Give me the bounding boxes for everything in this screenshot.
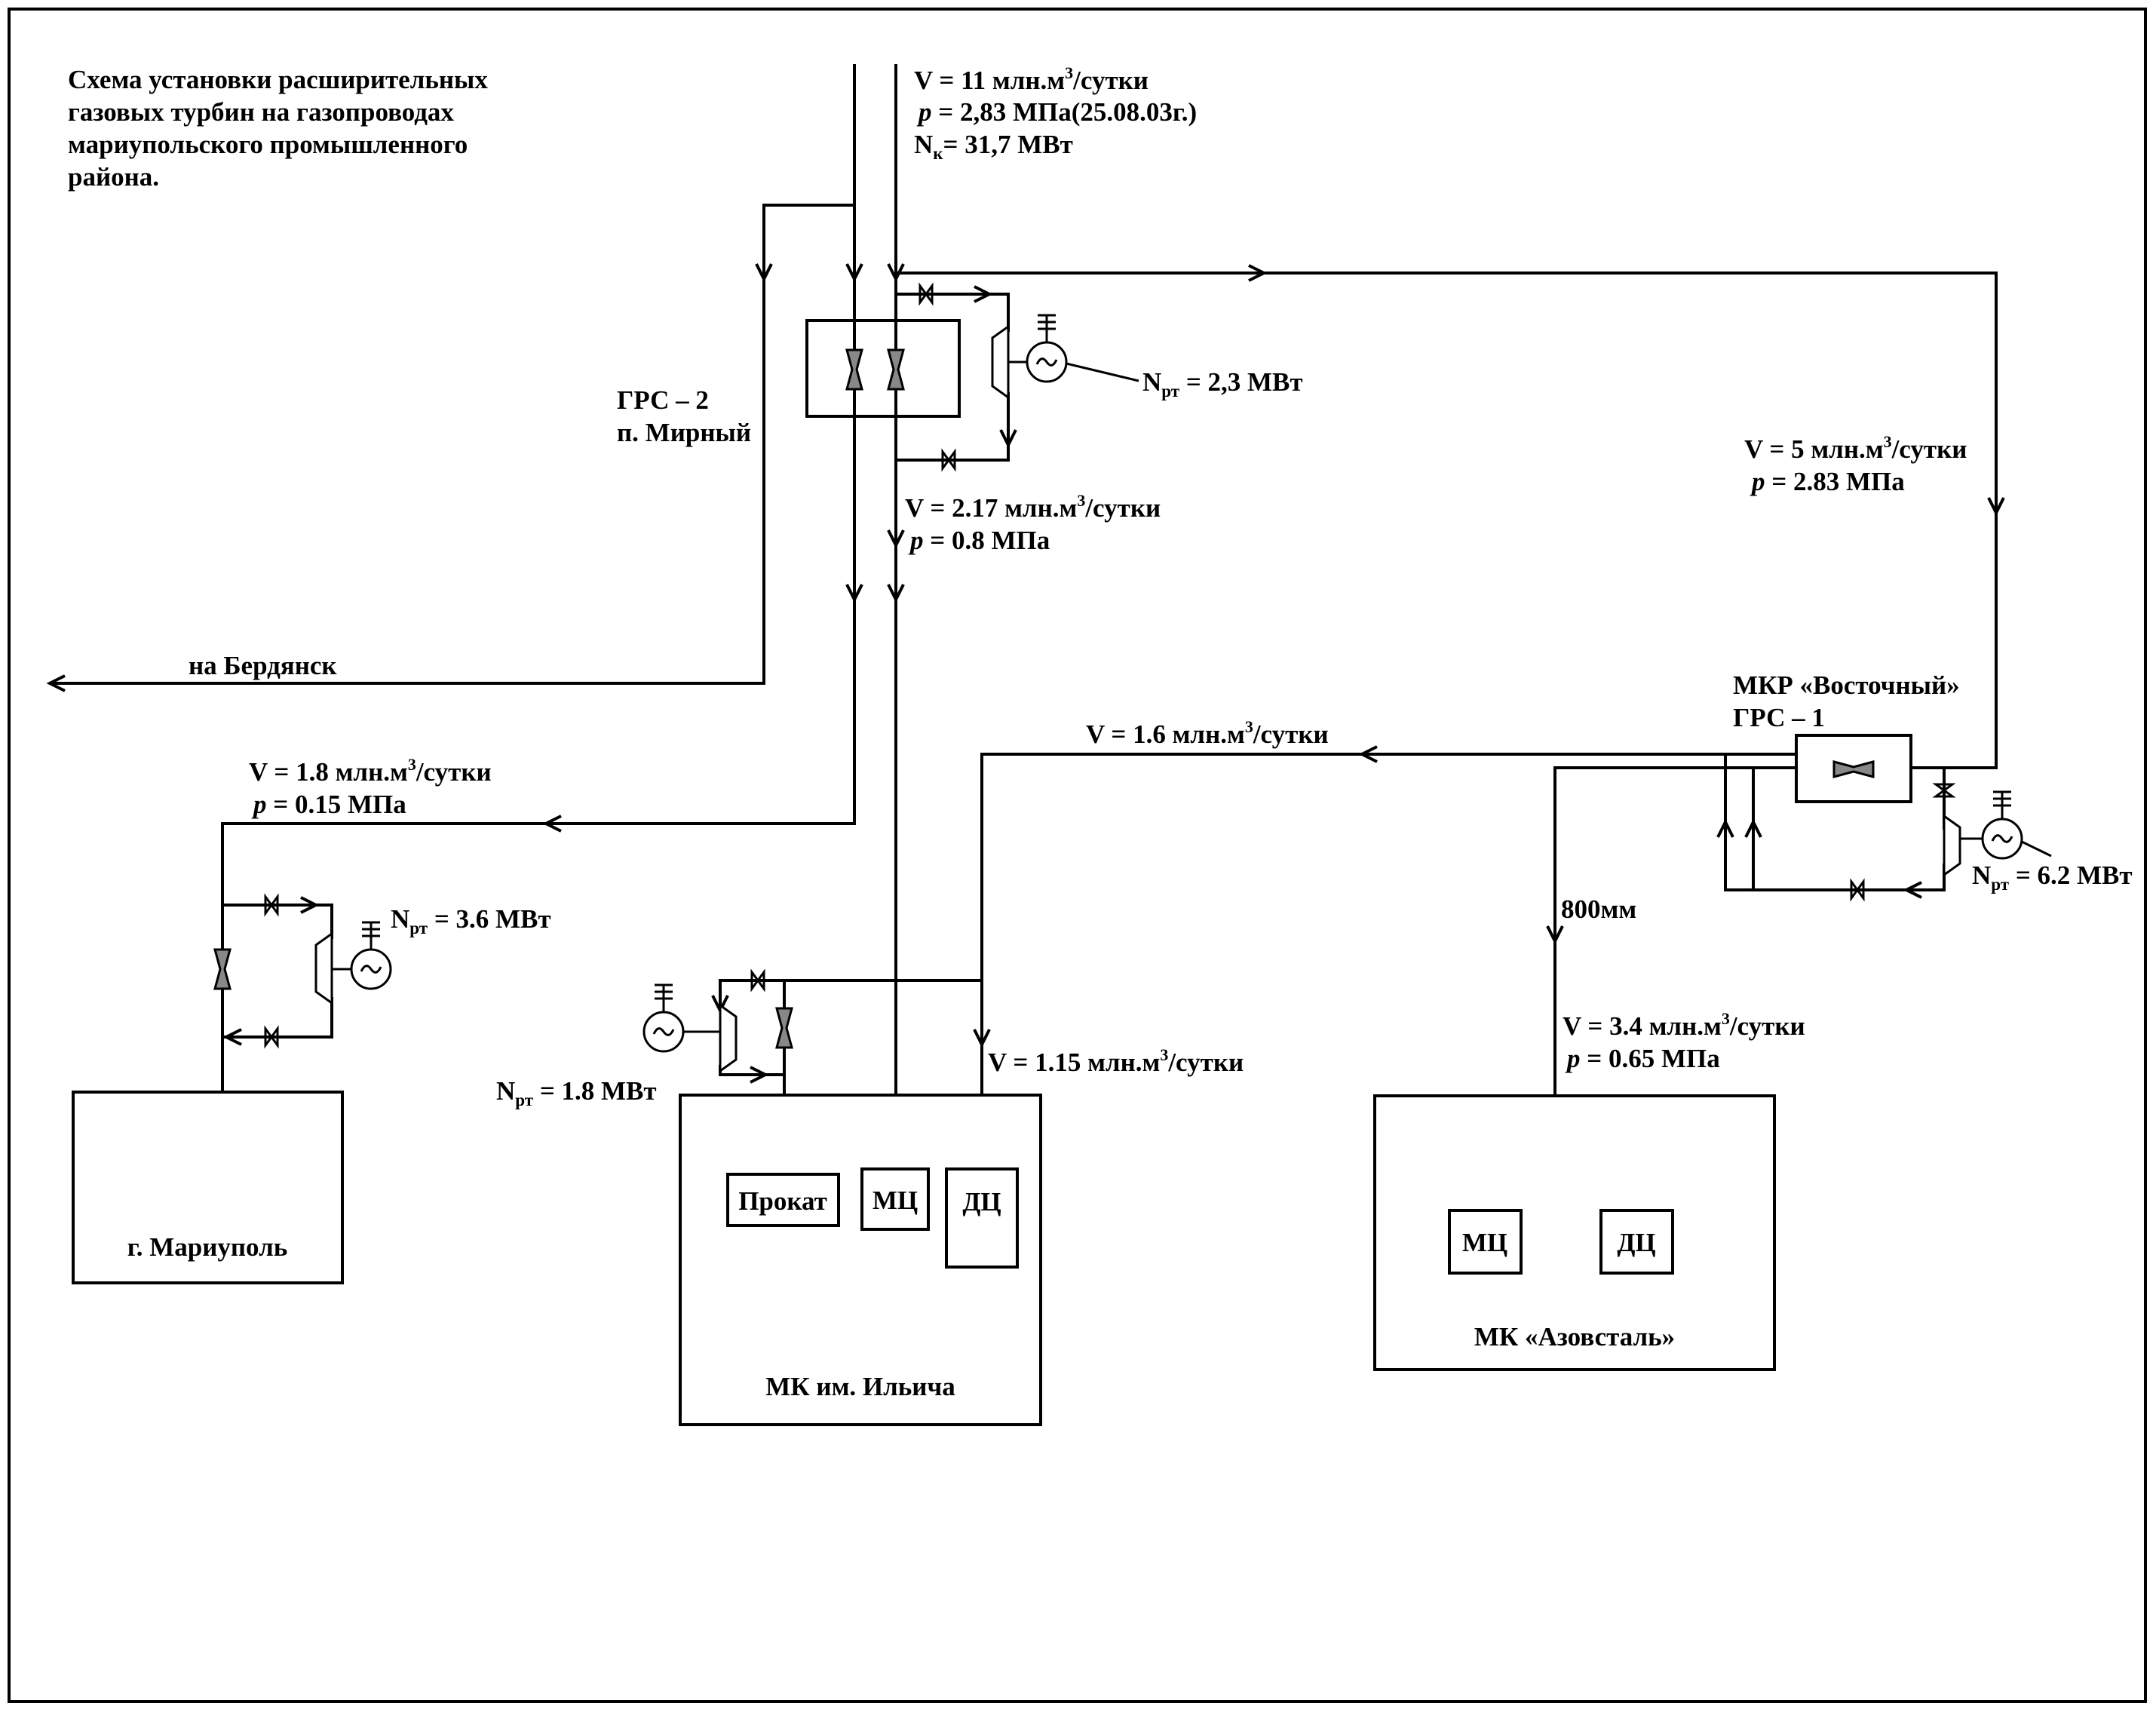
inlet-flow-label: V = 11 млн.м3/сутки xyxy=(914,63,1149,95)
inlet-power-label: Nк= 31,7 МВт xyxy=(914,130,1073,163)
mariupol-label: г. Мариуполь xyxy=(127,1232,287,1262)
pressure-065-label: p = 0.65 МПа xyxy=(1565,1044,1720,1073)
ilyich-mc-label: МЦ xyxy=(873,1186,918,1215)
turbine-mariupol-power-label: Nрт = 3.6 МВт xyxy=(391,904,551,937)
ilyich-dc-box xyxy=(945,1167,1019,1269)
diagram-title: Схема установки расширительных газовых т… xyxy=(68,65,488,192)
grs2-location-label: п. Мирный xyxy=(617,418,751,447)
ilyich-prokat-box xyxy=(726,1173,840,1227)
title-line-3: мариупольского промышленного xyxy=(68,130,468,159)
azovstal-plant-label: МК «Азовсталь» xyxy=(1474,1322,1675,1351)
ilyich-dc-label: ДЦ xyxy=(962,1187,1001,1217)
title-line-4: района. xyxy=(68,162,159,192)
pipe-diameter-label: 800мм xyxy=(1561,894,1636,924)
azovstal-mc-box xyxy=(1448,1209,1523,1275)
azovstal-dc-label: ДЦ xyxy=(1617,1228,1655,1257)
grs1-station xyxy=(1716,734,2052,900)
title-line-1: Схема установки расширительных xyxy=(68,65,488,94)
azovstal-dc-box xyxy=(1599,1209,1674,1275)
flow-34-label: V = 3.4 млн.м3/сутки xyxy=(1563,1009,1805,1041)
azovstal-plant-box xyxy=(1373,1094,1776,1371)
mariupol-turbine-station xyxy=(213,895,392,1047)
grs2-label: ГРС – 2 xyxy=(617,385,709,415)
berdyansk-label: на Бердянск xyxy=(189,651,337,680)
flow-16-label: V = 1.6 млн.м3/сутки xyxy=(1086,717,1329,749)
page-frame xyxy=(8,8,2147,1703)
turbine-top-power-label: Nрт = 2,3 МВт xyxy=(1142,367,1303,400)
flow-18-label: V = 1.8 млн.м3/сутки xyxy=(249,755,492,787)
pressure-283-label: p = 2.83 МПа xyxy=(1750,467,1905,496)
flow-217-label: V = 2.17 млн.м3/сутки xyxy=(905,491,1161,523)
main-pipelines xyxy=(51,64,1998,1214)
ilyich-mc-box xyxy=(860,1167,930,1231)
inlet-pressure-label: p = 2,83 МПа(25.08.03г.) xyxy=(916,97,1197,127)
pressure-08-label: p = 0.8 МПа xyxy=(908,526,1050,555)
turbine-ilyich-power-label: Nрт = 1.8 МВт xyxy=(496,1076,657,1109)
flow-5-label: V = 5 млн.м3/сутки xyxy=(1744,432,1967,464)
flow-115-label: V = 1.15 млн.м3/сутки xyxy=(988,1045,1244,1077)
ilyich-plant-label: МК им. Ильича xyxy=(765,1372,955,1401)
mkr-label: МКР «Восточный» xyxy=(1733,670,1960,700)
title-line-2: газовых турбин на газопроводах xyxy=(68,97,454,127)
azovstal-mc-label: МЦ xyxy=(1462,1228,1507,1257)
pressure-015-label: p = 0.15 МПа xyxy=(251,790,406,819)
grs1-label: ГРС – 1 xyxy=(1733,703,1825,732)
grs2-station xyxy=(805,284,1139,470)
ilyich-prokat-label: Прокат xyxy=(738,1186,827,1216)
turbine-east-power-label: Nрт = 6.2 МВт xyxy=(1972,861,2133,894)
mariupol-box xyxy=(72,1091,344,1284)
